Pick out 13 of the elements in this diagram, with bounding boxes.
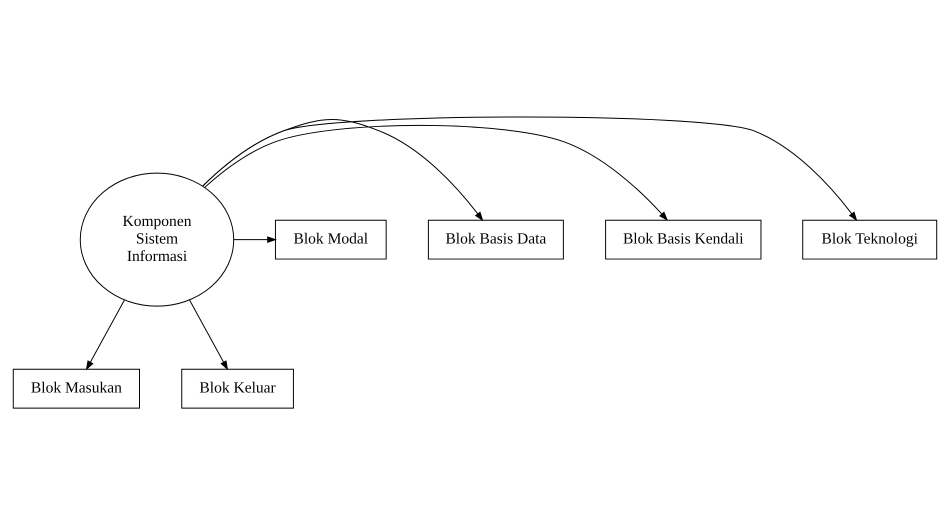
- node-box: Blok Basis Data: [428, 219, 564, 260]
- node-box: Blok Masukan: [12, 368, 140, 408]
- node-box: Blok Basis Kendali: [605, 219, 762, 260]
- node-ellipse: Komponen Sistem Informasi: [80, 172, 234, 306]
- arrow: [202, 116, 858, 221]
- arrow: [202, 118, 484, 221]
- arrow: [233, 236, 277, 243]
- arrow: [86, 299, 125, 370]
- arrow: [204, 124, 668, 221]
- node-box: Blok Teknologi: [802, 219, 938, 260]
- arrow: [189, 299, 228, 370]
- node-box: Blok Keluar: [181, 368, 294, 408]
- node-box: Blok Modal: [274, 219, 387, 260]
